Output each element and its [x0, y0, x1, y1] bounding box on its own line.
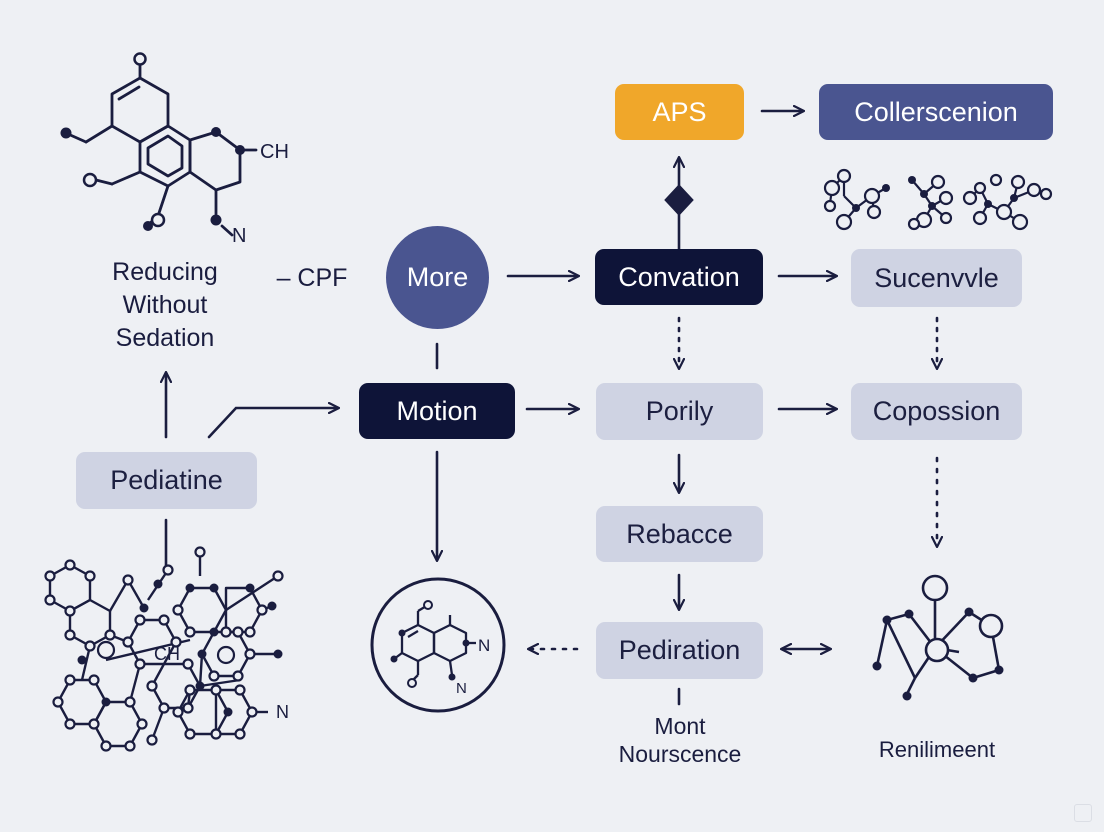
label-mont-nourscence: Mont Nourscence [590, 712, 770, 768]
mol-label-ch: CH [260, 141, 289, 163]
molecule-bottom-right [872, 574, 1004, 701]
mol-label-ch-bottom: CH [154, 644, 180, 664]
molecule-circled: N N [370, 577, 506, 713]
label-reducing-line-3: Sedation [115, 324, 215, 352]
mol-label-n-circle-1: N [478, 636, 490, 655]
node-copossion: Copossion [851, 383, 1022, 440]
label-mont-line-2: Nourscence [618, 741, 742, 767]
node-collerscenion: Collerscenion [819, 84, 1053, 140]
node-motion: Motion [359, 383, 515, 439]
label-renilimeent: Renilimeent [878, 737, 996, 762]
node-sucenvvle: Sucenvvle [851, 249, 1022, 307]
node-aps: APS [615, 84, 744, 140]
mol-label-n-bottom: N [276, 702, 289, 722]
node-rebacce: Rebacce [596, 506, 763, 562]
label-reducing-line-2: Without [122, 291, 208, 319]
node-porily: Porily [596, 383, 763, 440]
mol-label-n: N [232, 225, 246, 247]
label-mont-line-1: Mont [654, 713, 706, 739]
corner-mark [1074, 804, 1092, 822]
label-cpf: – CPF [276, 264, 348, 292]
label-reducing-without-sedation: Reducing Without Sedation [70, 256, 260, 355]
node-pediration: Pediration [596, 622, 763, 679]
molecule-bottom-left: CH N [44, 546, 289, 752]
node-more: More [386, 226, 489, 329]
label-reducing-line-1: Reducing [112, 258, 218, 286]
diamond-connector [664, 184, 694, 216]
node-pediatine: Pediatine [76, 452, 257, 509]
arrow-pediatine-motion [207, 408, 338, 439]
mol-label-n-circle-2: N [456, 680, 467, 697]
molecule-top-right [823, 168, 1053, 231]
node-convation: Convation [595, 249, 763, 305]
molecule-top-left: CH N [60, 52, 289, 247]
